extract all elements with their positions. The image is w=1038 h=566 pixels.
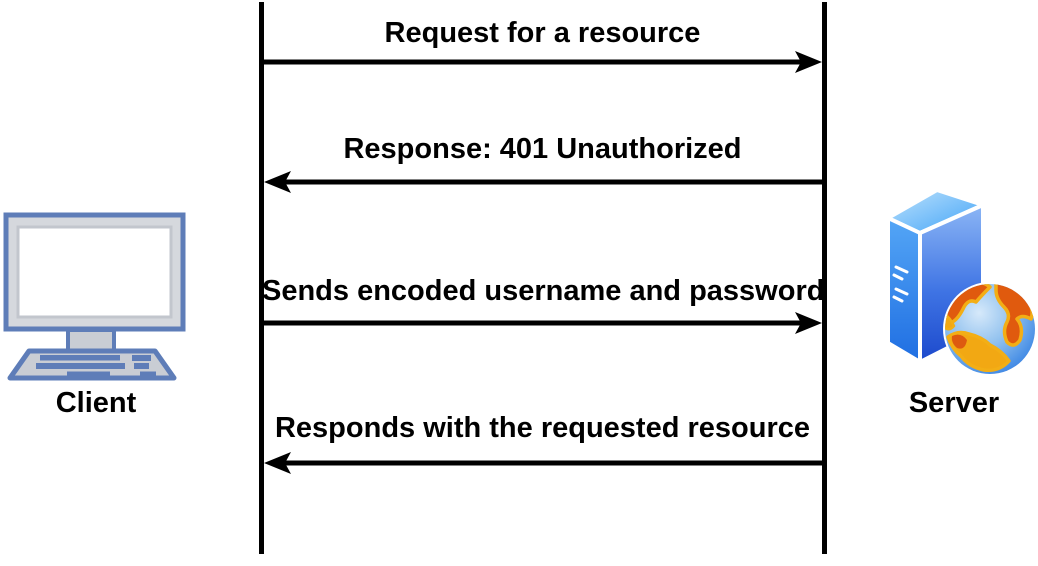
keyboard [7,348,177,381]
message-arrow-4 [264,452,822,474]
message-label-1: Request for a resource [384,17,701,49]
message-label-2: Response: 401 Unauthorized [343,133,742,165]
desktop-computer-icon [3,212,186,381]
actor-label-server: Server [908,387,1000,419]
monitor [3,212,186,353]
message-arrow-2 [264,171,822,193]
message-label-3: Sends encoded username and password [262,275,825,307]
server-vents [892,265,909,303]
server-globe-icon [886,188,1037,376]
actor-label-client: Client [55,387,137,419]
message-arrow-1 [264,51,822,73]
message-arrow-3 [264,312,822,334]
message-label-4: Responds with the requested resource [274,412,810,444]
globe [943,282,1037,376]
